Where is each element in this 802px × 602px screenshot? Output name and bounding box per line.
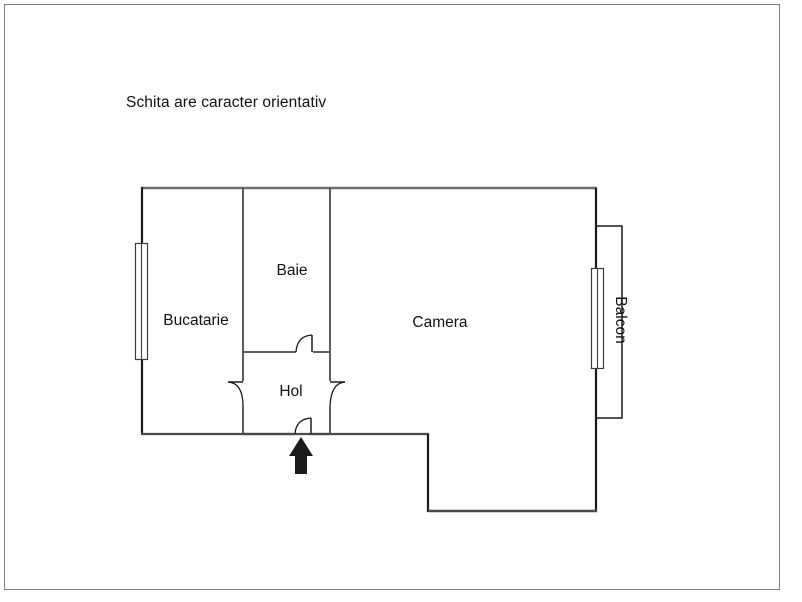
balcony-outline bbox=[597, 225, 623, 419]
door-swing-arc bbox=[294, 417, 312, 435]
room-label-bucatarie: Bucatarie bbox=[163, 312, 228, 329]
door-baie-hol bbox=[295, 334, 313, 353]
room-label-camera: Camera bbox=[412, 314, 468, 331]
doors bbox=[227, 334, 346, 436]
windows bbox=[134, 242, 605, 370]
interior-walls bbox=[242, 188, 331, 434]
door-swing-arc bbox=[227, 381, 244, 407]
page-border bbox=[4, 4, 780, 590]
entrance-arrow bbox=[289, 437, 313, 474]
balcony-walls bbox=[597, 225, 623, 419]
room-label-baie: Baie bbox=[276, 262, 307, 279]
window-balcony-icon bbox=[590, 267, 605, 370]
outer-walls bbox=[140, 186, 598, 513]
arrow-shape bbox=[289, 437, 313, 474]
door-camera-hol bbox=[329, 381, 346, 407]
door-entrance bbox=[243, 417, 330, 436]
window-kitchen-icon bbox=[134, 242, 149, 361]
room-label-hol: Hol bbox=[279, 383, 302, 400]
door-swing-arc bbox=[329, 381, 346, 407]
door-swing-arc bbox=[295, 334, 313, 353]
door-bucatarie-hol bbox=[227, 381, 244, 407]
room-labels: Bucatarie Baie Hol Camera Balcon bbox=[163, 262, 629, 400]
page-title: Schita are caracter orientativ bbox=[126, 94, 327, 111]
room-label-balcon: Balcon bbox=[612, 296, 629, 343]
